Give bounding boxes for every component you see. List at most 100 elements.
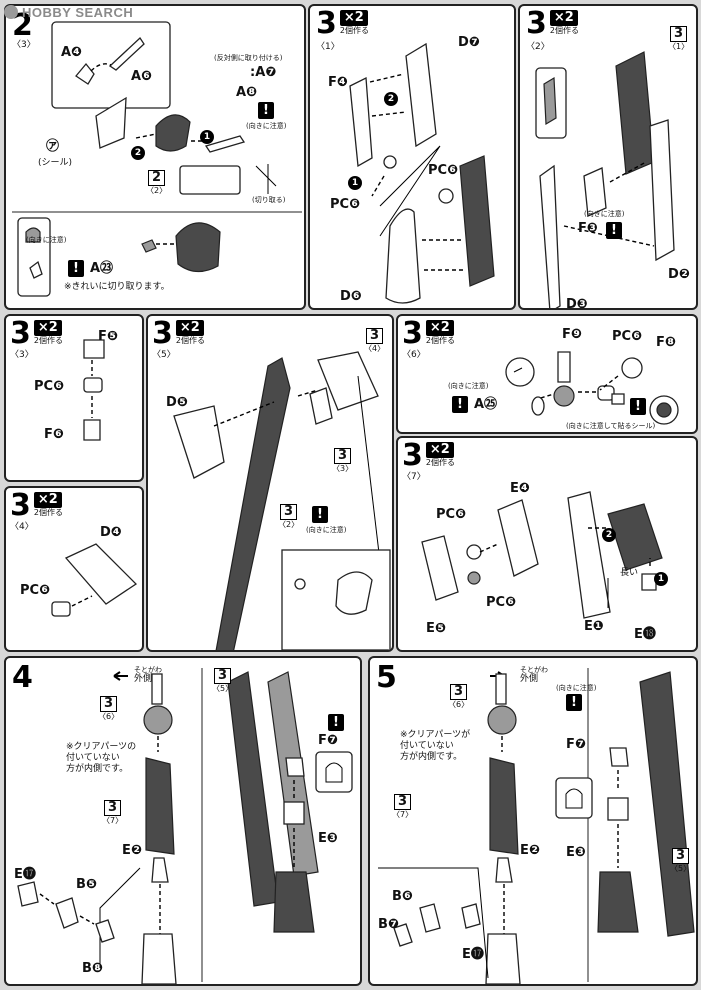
clear-parts-note: ※クリアパーツが 付いていない 方が内側です。 (400, 730, 471, 762)
outside-ruby: そとがわ (520, 666, 548, 674)
quantity-badge: ×2 (425, 442, 454, 458)
step-header: 3 ×2 2個作る (10, 319, 63, 349)
step-3-5-illustration (173, 351, 391, 650)
ref-sub: 〈5〉 (670, 864, 692, 873)
ref-num: 3 (104, 800, 122, 816)
panel-step-3-7: 3 ×2 2個作る 〈7〉 E❹ PC❻ PC❻ E❺ E❶ E⓲ 長い 2 1 (396, 436, 698, 652)
order-badge-2: 2 (384, 92, 398, 106)
ref-num: 3 (280, 504, 298, 520)
ref-3-5: 3 〈5〉 (212, 668, 233, 693)
ref-3-3: 3 〈3〉 (332, 448, 353, 473)
ref-num: 3 (214, 668, 232, 684)
step-number: 3 (316, 6, 337, 41)
ref-num: 2 (148, 170, 166, 186)
step-3-3-illustration (83, 339, 105, 441)
ref-num: 3 (334, 448, 352, 464)
step-header: 3 ×2 2個作る (402, 316, 455, 351)
label-pcf: PC❻ (486, 595, 517, 610)
step-sub: 〈6〉 (402, 350, 426, 360)
ref-sub: 〈2〉 (146, 186, 168, 195)
ref-num: 3 (394, 794, 412, 810)
label-e18: E⓲ (634, 627, 656, 642)
label-f6: F❻ (44, 427, 64, 442)
step-sub: 〈1〉 (316, 42, 340, 52)
ref-sub: 〈2〉 (278, 520, 300, 529)
label-f8: F❽ (656, 335, 676, 350)
long-note: 長い (620, 568, 639, 578)
ref-2-2: 2 〈2〉 (146, 170, 167, 195)
label-pcd: PC❻ (436, 507, 467, 522)
ref-num: 3 (450, 684, 468, 700)
step-header: 3 ×2 2個作る (526, 6, 579, 41)
label-d2: D❷ (668, 267, 690, 282)
step-3-7-illustration (421, 491, 663, 619)
label-pcg: PC❻ (330, 197, 361, 212)
panel-step-3-4: 3 ×2 2個作る 〈4〉 D❹ PC❻ (4, 486, 144, 652)
warning-icon: ! (566, 694, 582, 711)
label-d3: D❸ (566, 297, 588, 310)
label-e2: E❷ (520, 843, 540, 858)
step-header: 3 ×2 2個作る (316, 6, 369, 41)
seal-note: (シール) (38, 158, 73, 168)
step-number: 3 (526, 6, 547, 41)
ref-3-4: 3 〈4〉 (364, 328, 385, 353)
ref-sub: 〈7〉 (392, 810, 414, 819)
step-3-2-illustration (535, 51, 675, 308)
ref-3-7: 3 〈7〉 (102, 800, 123, 825)
quantity-badge: ×2 (175, 320, 204, 336)
ref-sub: 〈6〉 (448, 700, 470, 709)
logo-icon (4, 5, 18, 19)
clear-parts-note: ※クリアパーツの 付いていない 方が内側です。 (66, 742, 137, 774)
seal-code: ㋐ (46, 139, 60, 154)
ref-sub: 〈1〉 (668, 42, 690, 51)
make-note: 2個作る (33, 336, 63, 345)
panel-step-5: 5 そとがわ 外側 3 〈6〉 ※クリアパーツが 付いていない 方が内側です。 … (368, 656, 698, 986)
order-badge-1: 1 (348, 176, 362, 190)
label-e3: E❸ (566, 845, 586, 860)
step-number: 3 (402, 316, 423, 351)
label-e1: E❶ (584, 619, 604, 634)
ref-num: 3 (670, 26, 688, 42)
order-badge-1: 1 (200, 130, 214, 144)
label-f9: F❾ (562, 327, 582, 342)
warning-icon: ! (328, 714, 344, 731)
label-e5: E❺ (426, 621, 446, 636)
label-e4: E❹ (510, 481, 530, 496)
label-d4: D❹ (100, 525, 122, 540)
label-a8: A❽ (236, 85, 258, 100)
label-e2: E❷ (122, 843, 142, 858)
caution-note: (向きに注意) (584, 210, 625, 218)
panel-step-2: 2 〈3〉 A❹ A❻ ㋐ (シール) (反対側に取り付ける) :A❼ A❽ !… (4, 4, 306, 310)
ref-sub: 〈4〉 (364, 344, 386, 353)
step-sub: 〈5〉 (152, 350, 176, 360)
panel-step-3-6: 3 ×2 2個作る 〈6〉 F❾ PC❻ F❽ (向きに注意) ! A㉕ ! (… (396, 314, 698, 434)
step-5-illustration (378, 668, 695, 984)
label-pcc: PC❻ (428, 163, 459, 178)
label-d5: D❺ (166, 395, 188, 410)
panel-step-3-2: 3 ×2 2個作る 〈2〉 3 〈1〉 (向きに注意) F❸ ! D❷ D❸ (518, 4, 698, 310)
quantity-badge: ×2 (33, 320, 62, 336)
label-f7: F❼ (318, 733, 338, 748)
warning-icon: ! (606, 222, 622, 239)
label-e17: E⓱ (462, 947, 484, 962)
step-number: 3 (402, 438, 423, 473)
step-sub: 〈3〉 (10, 350, 34, 360)
step-number: 3 (152, 316, 173, 351)
label-pcd: PC❻ (612, 329, 643, 344)
warning-icon: ! (68, 260, 84, 277)
label-d6: D❻ (340, 289, 362, 304)
cut-note: (切り取る) (252, 196, 286, 204)
ref-3-1: 3 〈1〉 (668, 26, 689, 51)
ref-sub: 〈6〉 (98, 712, 120, 721)
step-3-4-illustration (51, 543, 138, 617)
caution-note: (向きに注意) (556, 684, 597, 692)
label-pcc: PC❻ (20, 583, 51, 598)
panel-step-4: 4 そとがわ 外側 3 〈6〉 ※クリアパーツの 付いていない 方が内側です。 … (4, 656, 362, 986)
caution-note-2: (向きに注意) (26, 236, 67, 244)
step-sub: 〈3〉 (12, 40, 36, 50)
step-number: 5 (376, 660, 397, 695)
caution-note: (向きに注意) (448, 382, 489, 390)
label-f3: F❸ (578, 221, 598, 236)
label-f5: F❺ (98, 329, 118, 344)
order-badge-1: 1 (654, 572, 668, 586)
